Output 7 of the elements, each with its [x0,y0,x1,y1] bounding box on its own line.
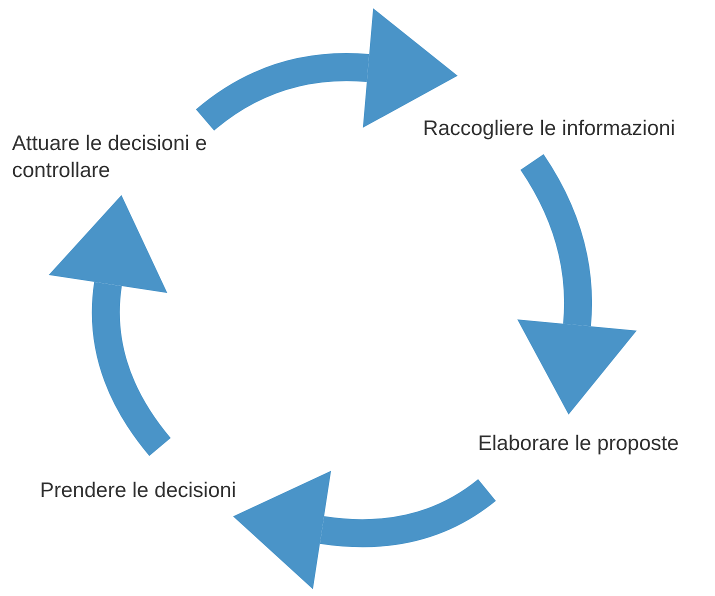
step-label: Elaborare le proposte [478,430,715,458]
step-label: Prendere le decisioni [40,477,275,504]
step-label: Raccogliere le informazioni [423,115,715,142]
curved-arrow [48,194,171,456]
curved-arrow [517,154,637,415]
curved-arrow [196,8,458,131]
step-label: Attuare le decisioni e controllare [12,130,227,185]
